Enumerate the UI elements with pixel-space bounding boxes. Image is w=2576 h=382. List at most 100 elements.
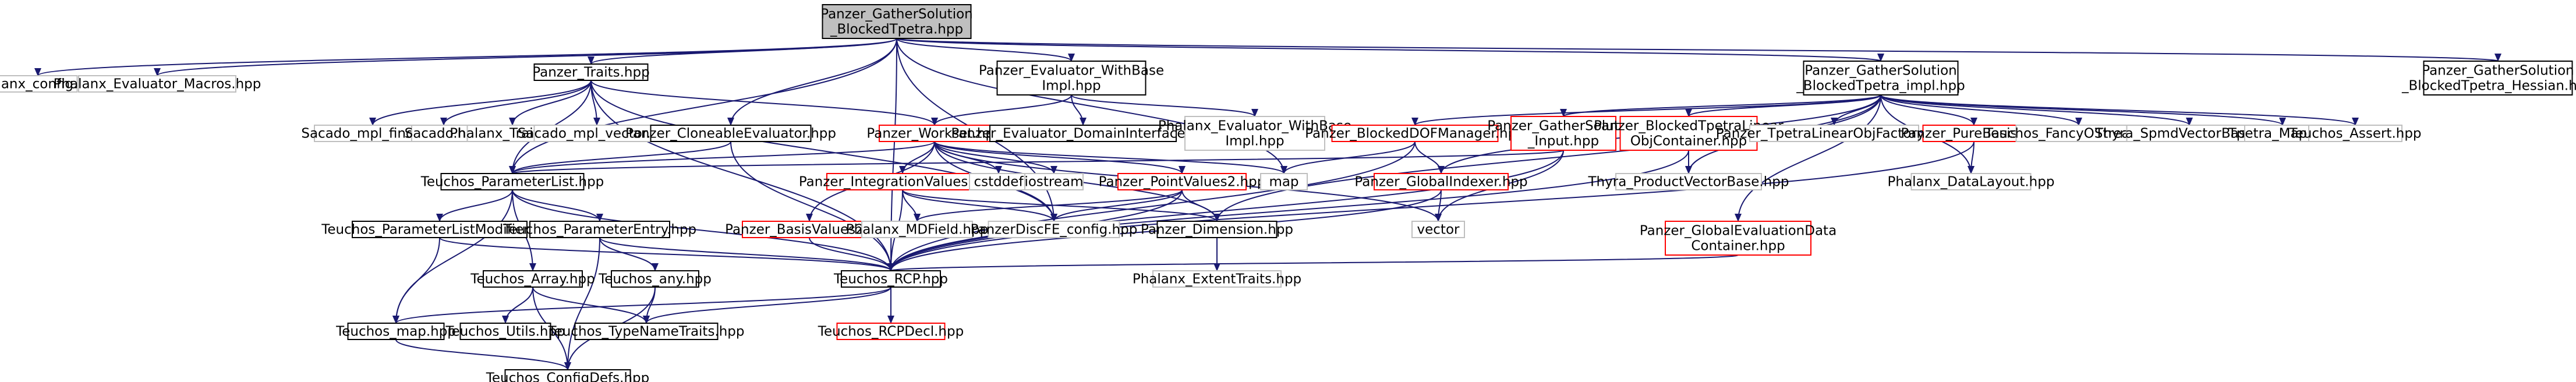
node-label: Impl.hpp: [1225, 133, 1284, 148]
graph-node-teuchos_assert[interactable]: Teuchos_Assert.hpp: [2288, 125, 2422, 142]
node-box: [861, 221, 973, 238]
graph-node-gather_input[interactable]: Panzer_GatherSolution_Input.hpp: [1487, 116, 1640, 151]
graph-node-teuchos_typenametraits[interactable]: Teuchos_TypeNameTraits.hpp: [547, 323, 745, 340]
node-label: Panzer_Evaluator_WithBase: [979, 63, 1164, 78]
node-box: [1260, 173, 1308, 190]
edge-basisvalues2-to-teuchos_rcp: [809, 237, 894, 271]
graph-node-iostream[interactable]: iostream: [1024, 173, 1084, 190]
node-label: Panzer_BlockedDOFManager.hpp: [1305, 126, 1525, 141]
graph-node-basisvalues2[interactable]: Panzer_BasisValues2.hpp: [725, 221, 894, 238]
node-box: [988, 221, 1120, 238]
graph-node-teuchos_utils[interactable]: Teuchos_Utils.hpp: [445, 323, 565, 340]
edge-workset-to-iostream: [934, 141, 1057, 174]
graph-node-root[interactable]: Panzer_GatherSolution_BlockedTpetra.hpp: [820, 4, 973, 39]
node-label: Teuchos_ConfigDefs.hpp: [486, 370, 649, 382]
node-box: [836, 323, 946, 340]
edge-panzer_traits-to-workset: [590, 80, 938, 126]
graph-node-thyra_productvectorbase[interactable]: Thyra_ProductVectorBase.hpp: [1588, 173, 1789, 190]
graph-node-teuchos_array[interactable]: Teuchos_Array.hpp: [470, 270, 595, 288]
edge-cloneable_evaluator-to-teuchos_parameterlist: [509, 141, 731, 174]
node-label: Sacado_mpl_vector.hpp: [518, 126, 676, 141]
edge-cloneable_evaluator-to-teuchos_rcp: [730, 141, 894, 271]
graph-node-phalanx_eval_macros[interactable]: Phalanx_Evaluator_Macros.hpp: [54, 75, 261, 93]
graph-node-phalanx_mdfield[interactable]: Phalanx_MDField.hpp: [846, 221, 988, 238]
edge-root-to-gather_blocked_hessian: [896, 38, 2501, 62]
edge-teuchos_rcp-to-teuchos_map: [392, 286, 891, 324]
edge-teuchos_parameterlist-to-teuchos_parameterentry: [512, 189, 603, 222]
graph-node-panzer_dimension[interactable]: Panzer_Dimension.hpp: [1141, 221, 1293, 238]
graph-node-teuchos_configdefs[interactable]: Teuchos_ConfigDefs.hpp: [486, 369, 649, 382]
node-label: Panzer_GatherSolution: [820, 6, 973, 22]
edge-root-to-evaluator_withbaseimpl: [896, 38, 1075, 62]
node-box: [1374, 173, 1509, 190]
graph-node-tpetra_linobjfactory[interactable]: Panzer_TpetraLinearObjFactory.hpp: [1716, 125, 1952, 142]
node-box: [78, 75, 236, 93]
edge-evaluator_withbaseimpl-to-workset: [931, 94, 1072, 126]
edge-integrationvalues2-to-panzer_dimension: [902, 189, 1220, 222]
graph-node-phalanx_extenttraits[interactable]: Phalanx_ExtentTraits.hpp: [1133, 270, 1301, 288]
node-box: [2308, 125, 2402, 142]
graph-node-panzer_traits[interactable]: Panzer_Traits.hpp: [532, 63, 650, 81]
graph-node-gather_blocked_impl[interactable]: Panzer_GatherSolution_BlockedTpetra_impl…: [1796, 61, 1965, 96]
node-box: [1665, 221, 1811, 256]
graph-node-teuchos_parameterlistmodifier[interactable]: Teuchos_ParameterListModifier.hpp: [321, 221, 558, 238]
node-box: [1749, 125, 1919, 142]
graph-node-pointvalues2[interactable]: Panzer_PointValues2.hpp: [1099, 173, 1266, 190]
node-box: [1803, 61, 1959, 96]
edge-root-to-phalanx_config: [34, 38, 897, 76]
graph-node-teuchos_rcpdecl[interactable]: Teuchos_RCPDecl.hpp: [818, 323, 964, 340]
graph-node-globalindexer[interactable]: Panzer_GlobalIndexer.hpp: [1354, 173, 1528, 190]
graph-node-cloneable_evaluator[interactable]: Panzer_CloneableEvaluator.hpp: [625, 125, 836, 142]
node-box: [533, 63, 649, 81]
node-label: Thyra_ProductVectorBase.hpp: [1588, 174, 1789, 189]
node-box: [574, 323, 719, 340]
graph-node-blocked_dofmanager[interactable]: Panzer_BlockedDOFManager.hpp: [1305, 125, 1525, 142]
edge-gather_blocked_impl-to-panzer_dimension: [1213, 94, 1881, 222]
edge-teuchos_parameterentry-to-teuchos_any: [599, 237, 659, 271]
node-box: [841, 270, 941, 288]
node-label: Teuchos_ParameterList.hpp: [420, 174, 604, 189]
node-box: [822, 4, 972, 39]
node-label: Teuchos_RCP.hpp: [833, 271, 948, 286]
node-box: [459, 323, 551, 340]
edge-teuchos_parameterentry-to-teuchos_rcp: [599, 237, 894, 271]
node-label: Panzer_PointValues2.hpp: [1099, 174, 1266, 189]
node-box: [2126, 125, 2253, 142]
node-box: [650, 125, 812, 142]
node-label: Teuchos_TypeNameTraits.hpp: [547, 324, 744, 339]
graph-node-map[interactable]: map: [1260, 173, 1308, 190]
graph-node-teuchos_parameterlist[interactable]: Teuchos_ParameterList.hpp: [420, 173, 604, 190]
node-label: Teuchos_ParameterListModifier.hpp: [321, 222, 558, 237]
edge-gather_blocked_impl-to-purebasis: [1880, 94, 1977, 126]
edges: [34, 38, 2501, 370]
node-box: [483, 270, 583, 288]
graph-node-teuchos_map[interactable]: Teuchos_map.hpp: [335, 323, 456, 340]
graph-node-teuchos_any[interactable]: Teuchos_any.hpp: [598, 270, 712, 288]
graph-node-phalanx_datalayout[interactable]: Phalanx_DataLayout.hpp: [1888, 173, 2055, 190]
graph-node-teuchos_parameterentry[interactable]: Teuchos_ParameterEntry.hpp: [503, 221, 696, 238]
graph-node-cstddef[interactable]: cstddef: [969, 173, 1028, 190]
edge-teuchos_parameterlist-to-teuchos_rcp: [512, 189, 894, 271]
node-label: Teuchos_RCPDecl.hpp: [818, 324, 964, 339]
graph-node-vector[interactable]: vector: [1411, 221, 1465, 238]
graph-node-tpetra_map[interactable]: Tpetra_Map.hpp: [2228, 125, 2337, 142]
node-label: Panzer_GatherSolution: [1487, 118, 1640, 133]
edge-panzer_traits-to-phalanx_traits: [509, 80, 592, 126]
graph-node-panzerdiscfe_config[interactable]: PanzerDiscFE_config.hpp: [971, 221, 1138, 238]
node-box: [1510, 116, 1616, 151]
node-label: Panzer_Traits.hpp: [532, 65, 649, 80]
edge-teuchos_parameterlistmodifier-to-teuchos_rcp: [439, 237, 894, 271]
node-label: Phalanx_Evaluator_Macros.hpp: [54, 76, 261, 91]
node-box: [529, 221, 670, 238]
graph-node-gather_blocked_hessian[interactable]: Panzer_GatherSolution_BlockedTpetra_Hess…: [2401, 61, 2576, 96]
graph-node-teuchos_rcp[interactable]: Teuchos_RCP.hpp: [833, 270, 948, 288]
node-box: [611, 270, 699, 288]
node-label: Teuchos_ParameterEntry.hpp: [503, 222, 696, 237]
edge-global_eval_data_container-to-teuchos_rcp: [888, 254, 1739, 271]
edge-purebasis-to-phalanx_datalayout: [1968, 141, 1975, 174]
graph-node-evaluator_domaininterface[interactable]: Panzer_Evaluator_DomainInterface.hpp: [951, 125, 1215, 142]
edge-gather_blocked_impl-to-blocked_tpetra_linobj: [1685, 94, 1881, 117]
